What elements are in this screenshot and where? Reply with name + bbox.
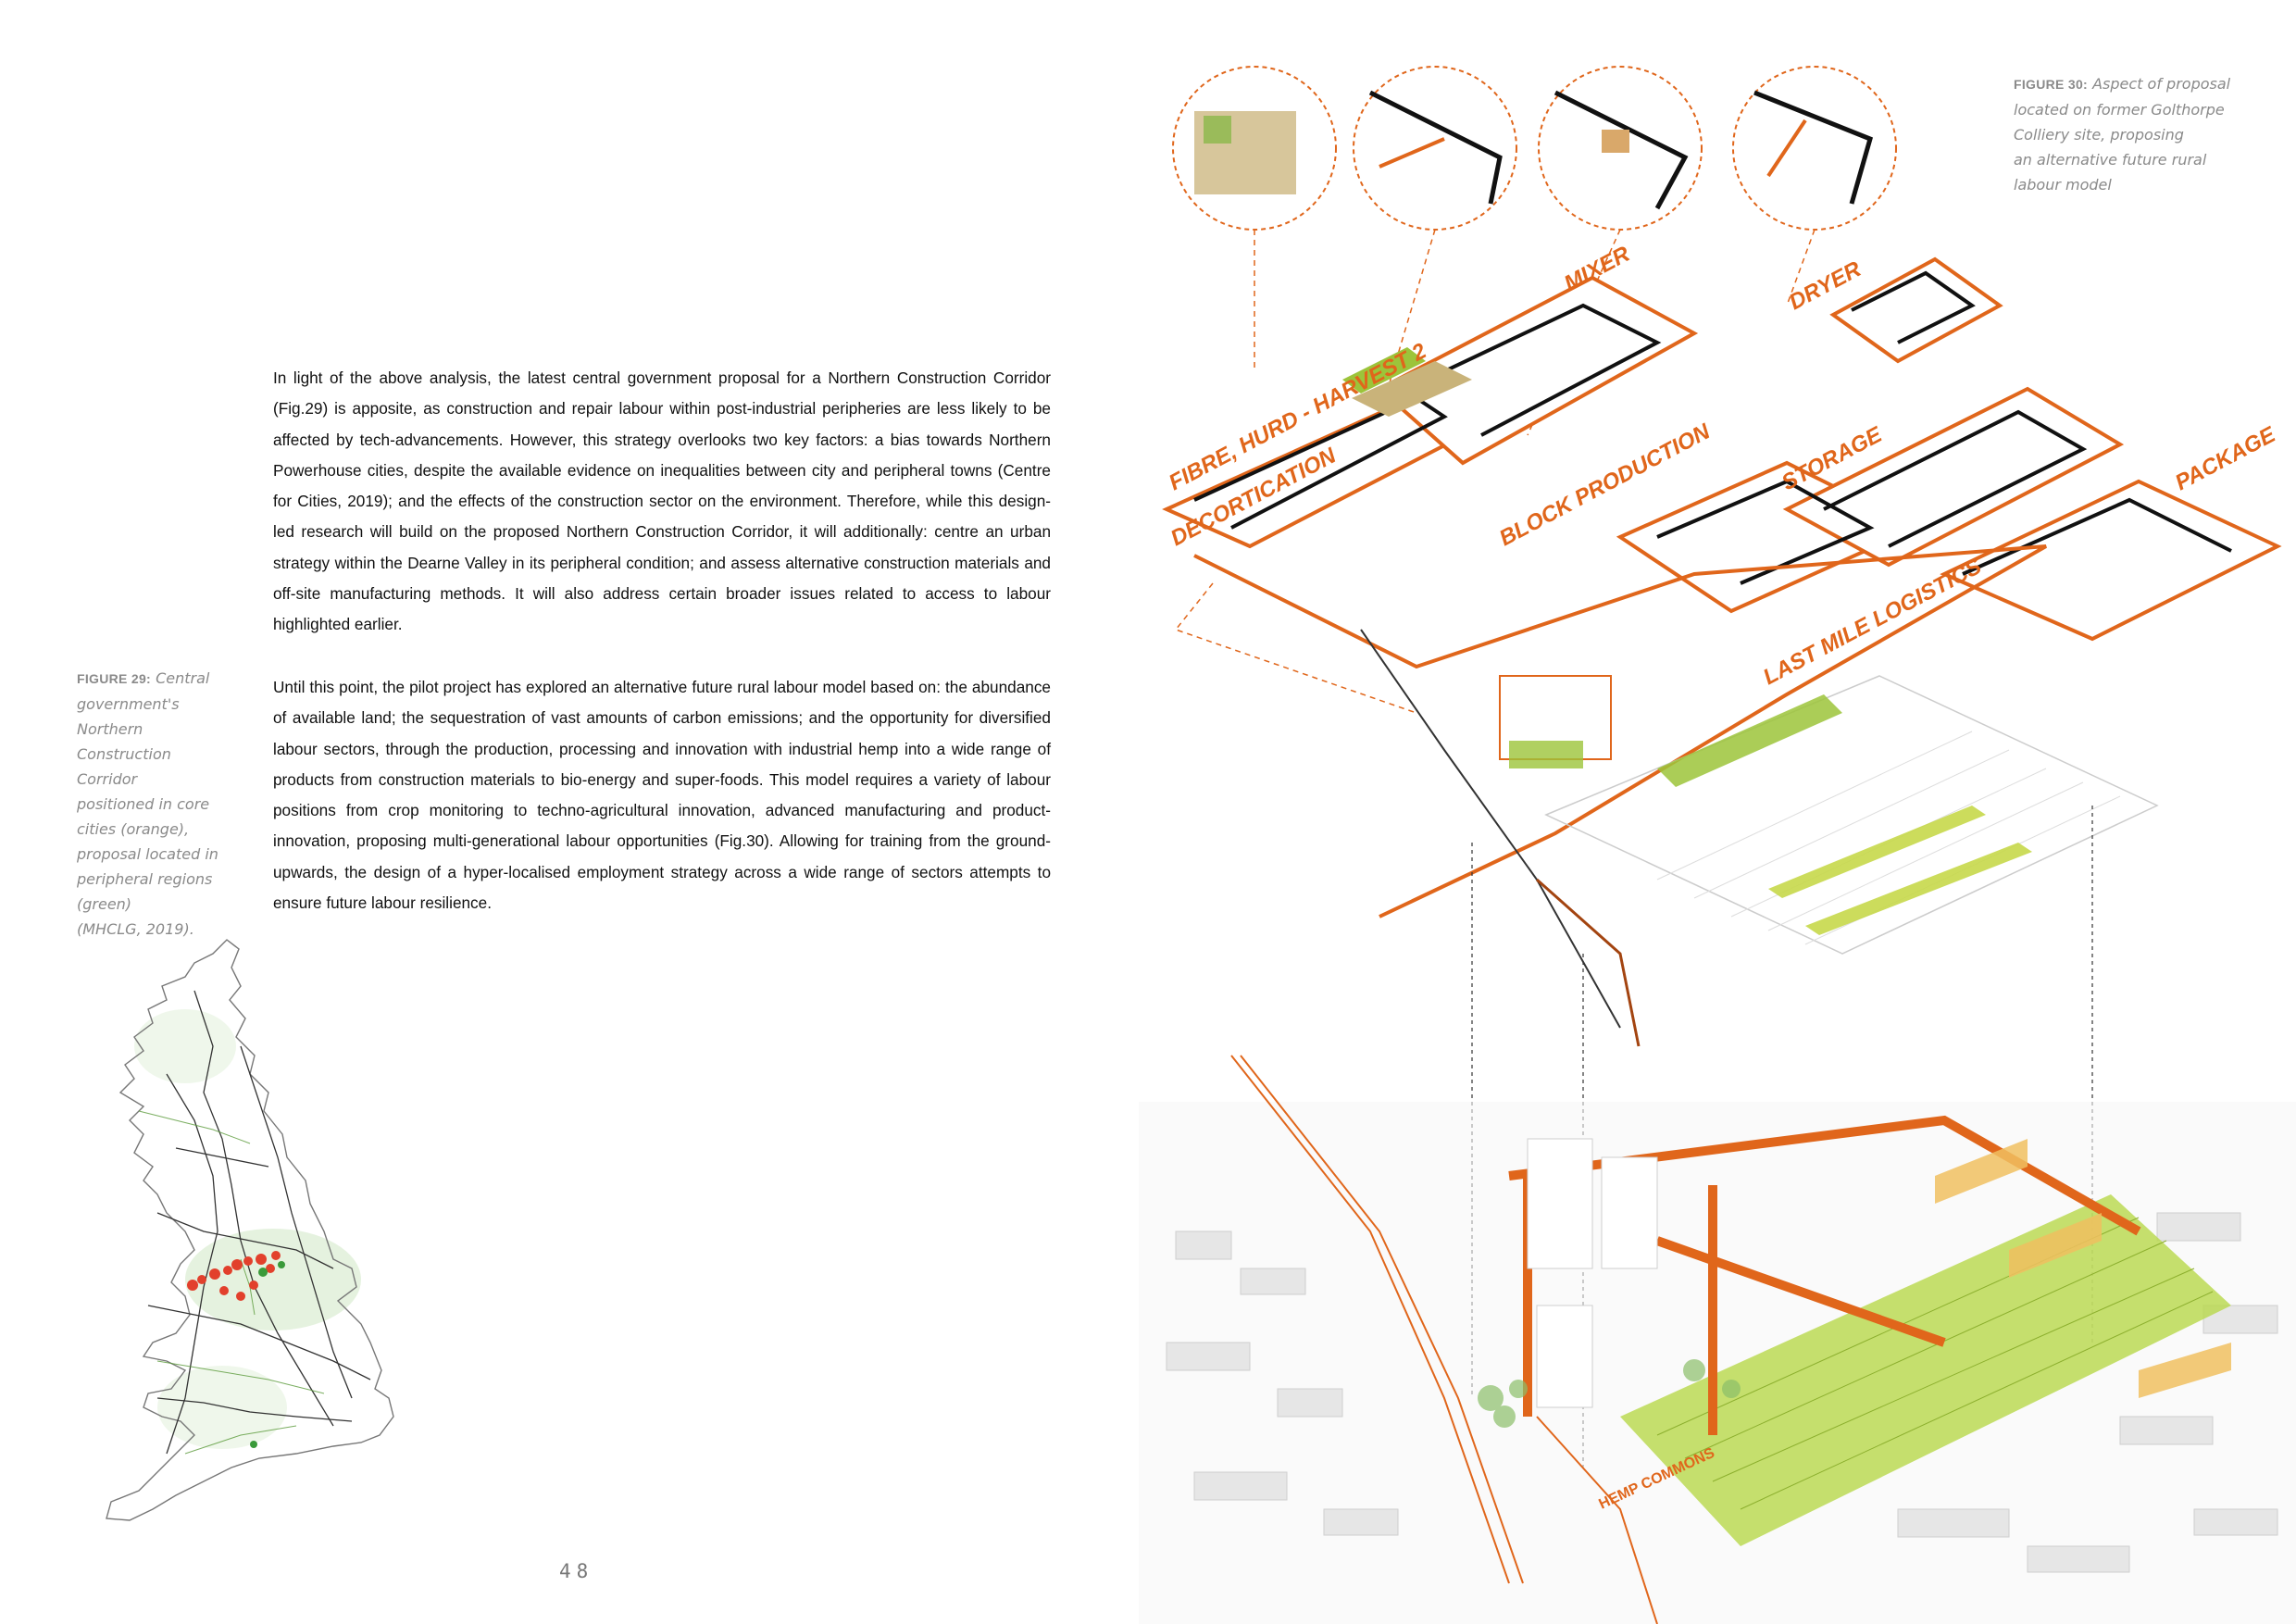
green-region: [185, 1229, 361, 1330]
body-paragraph-2: Until this point, the pilot project has …: [273, 678, 1051, 913]
caption-line: (MHCLG, 2019).: [77, 920, 194, 938]
hemp-field: [1620, 1194, 2231, 1546]
plate-storage: [1782, 386, 2125, 568]
aerial-layer: HEMP COMMONS: [1139, 1055, 2296, 1624]
green-region: [134, 1009, 236, 1083]
yellow-panels: [1935, 1139, 2231, 1398]
aerial-buildings: [1166, 1212, 2278, 1573]
logistics-route: [1193, 544, 2047, 918]
detail-circle-hemp-block: [1732, 66, 1897, 231]
caption-line: Colliery site, proposing: [2014, 126, 2184, 144]
caption-line: positioned in core: [77, 795, 210, 813]
axonometric-diagram: FIBRE, HURD - HARVEST 2 DECORTICATION MI…: [1139, 66, 2296, 1624]
caption-line: Aspect of proposal: [2092, 75, 2231, 93]
caption-line: an alternative future rural: [2014, 151, 2207, 169]
caption-line: proposal located in: [77, 845, 218, 863]
caption-line: (green): [77, 895, 132, 913]
caption-line: government's: [77, 695, 180, 713]
factory-plates: [1162, 256, 2282, 642]
site-plan-layer: [1360, 629, 2159, 1047]
plate-package: [1940, 479, 2282, 642]
detail-circle-contents: [1194, 90, 1874, 210]
detail-circle-bale-to-hurd: [1353, 66, 1517, 231]
caption-line: peripheral regions: [77, 870, 213, 888]
trees: [1478, 1359, 1741, 1428]
core-city-markers: [187, 1251, 281, 1301]
railway: [1360, 629, 1621, 1029]
aerial-river: [1230, 1055, 1510, 1584]
body-paragraph-1: In light of the above analysis, the late…: [273, 369, 1051, 634]
caption-line: Northern: [77, 720, 144, 738]
page-number: 48: [559, 1560, 594, 1582]
caption-line: cities (orange),: [77, 820, 190, 838]
plate-mixer: [1376, 275, 1699, 466]
label-package: PACKAGE: [2171, 421, 2280, 495]
figure-29-caption: FIGURE 29: Central government's Northern…: [77, 666, 234, 942]
figure-29-label: FIGURE 29:: [77, 671, 152, 686]
green-region: [157, 1366, 287, 1449]
caption-line: Central: [156, 669, 210, 687]
caption-line: located on former Golthorpe: [2014, 101, 2225, 119]
hemp-crop-patch: [1342, 347, 1472, 417]
figure-30-caption: FIGURE 30: Aspect of proposal located on…: [2014, 71, 2236, 197]
peripheral-markers: [250, 1261, 285, 1448]
gb-outline: [106, 939, 394, 1521]
uk-map-figure: [106, 939, 394, 1521]
transport-network: [147, 990, 371, 1455]
river: [1536, 878, 1641, 1047]
plate-dryer: [1829, 256, 2003, 364]
figure-30-label: FIGURE 30:: [2014, 77, 2089, 92]
caption-line: labour model: [2014, 176, 2112, 194]
caption-line: Construction Corridor: [77, 745, 171, 788]
civic-towers: [1527, 1138, 1658, 1408]
